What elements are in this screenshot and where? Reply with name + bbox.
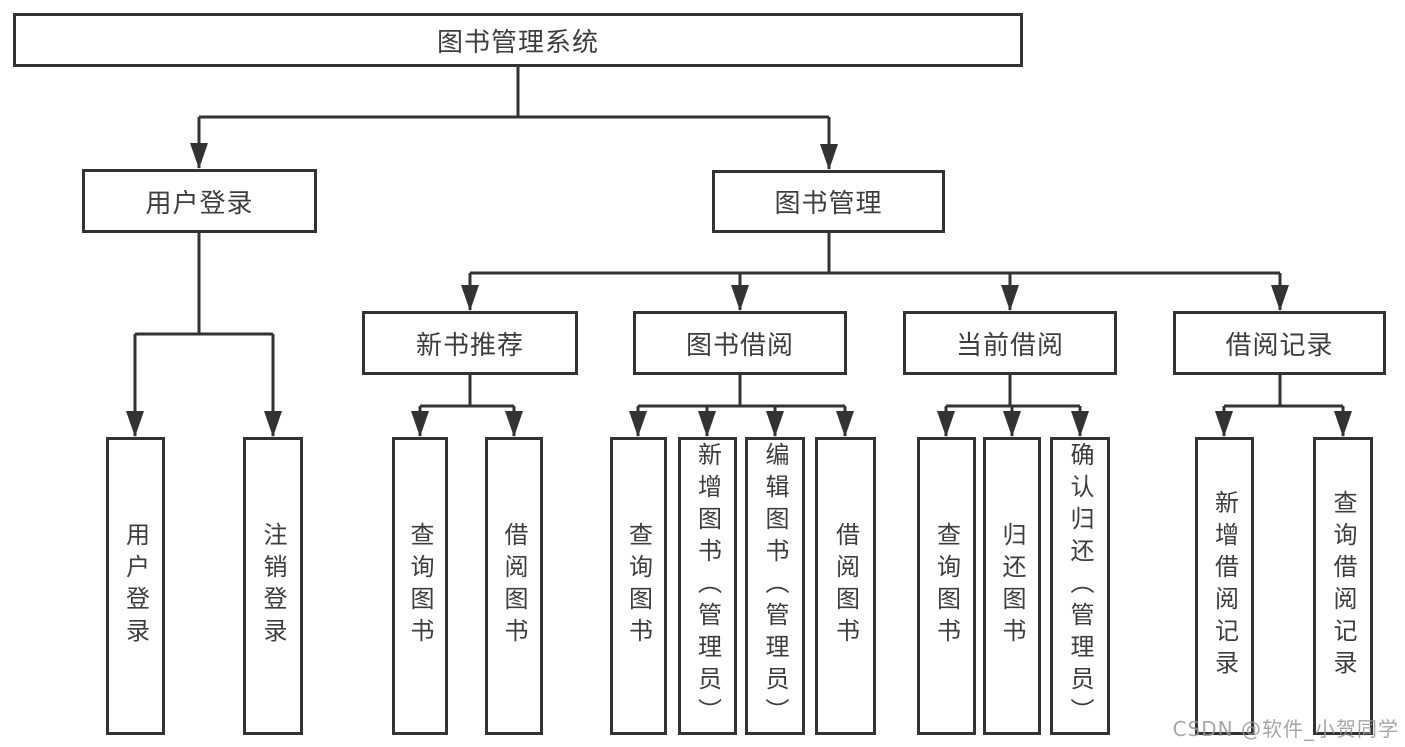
leaf-query-books-recommend-label: 查询图书 bbox=[406, 522, 434, 650]
leaf-return-books: 归还图书 bbox=[983, 437, 1041, 735]
leaf-confirm-return-admin-label: 确认归还（管理员） bbox=[1066, 442, 1094, 730]
leaf-add-book-admin: 新增图书（管理员） bbox=[678, 437, 737, 735]
leaf-user-login: 用户登录 bbox=[106, 437, 165, 735]
leaf-return-books-label: 归还图书 bbox=[998, 522, 1026, 650]
node-new-book-recommendation-label: 新书推荐 bbox=[415, 330, 524, 361]
leaf-query-borrow-record-label: 查询借阅记录 bbox=[1329, 490, 1357, 682]
node-current-borrowing-label: 当前借阅 bbox=[955, 330, 1064, 361]
node-library-system-label: 图书管理系统 bbox=[436, 27, 599, 58]
node-book-management: 图书管理 bbox=[712, 170, 945, 233]
node-user-login-label: 用户登录 bbox=[145, 188, 254, 219]
leaf-borrow-books-borrowing: 借阅图书 bbox=[815, 437, 876, 735]
leaf-add-book-admin-label: 新增图书（管理员） bbox=[693, 442, 722, 730]
leaf-add-borrow-record-label: 新增借阅记录 bbox=[1210, 490, 1239, 682]
connector-path bbox=[135, 67, 1343, 408]
leaf-user-login-label: 用户登录 bbox=[121, 522, 150, 650]
node-borrowing-records: 借阅记录 bbox=[1173, 311, 1386, 375]
node-borrowing-records-label: 借阅记录 bbox=[1225, 330, 1334, 361]
node-book-borrowing-label: 图书借阅 bbox=[685, 330, 794, 361]
leaf-borrow-books-recommend: 借阅图书 bbox=[485, 437, 543, 735]
leaf-query-books-recommend: 查询图书 bbox=[392, 437, 448, 735]
leaf-query-books-borrowing: 查询图书 bbox=[610, 437, 667, 735]
leaf-query-borrow-record: 查询借阅记录 bbox=[1313, 437, 1373, 735]
leaf-logout-label: 注销登录 bbox=[259, 522, 287, 650]
node-library-system: 图书管理系统 bbox=[13, 13, 1023, 67]
node-user-login: 用户登录 bbox=[82, 169, 317, 233]
leaf-edit-book-admin-label: 编辑图书（管理员） bbox=[761, 442, 789, 730]
leaf-query-books-borrowing-label: 查询图书 bbox=[624, 522, 653, 650]
leaf-logout: 注销登录 bbox=[243, 437, 303, 735]
leaf-confirm-return-admin: 确认归还（管理员） bbox=[1050, 437, 1110, 735]
csdn-watermark: CSDN @软件_小贺同学 bbox=[1172, 717, 1399, 741]
node-book-borrowing: 图书借阅 bbox=[633, 311, 847, 375]
leaf-add-borrow-record: 新增借阅记录 bbox=[1195, 437, 1254, 735]
leaf-borrow-books-borrowing-label: 借阅图书 bbox=[831, 522, 860, 650]
node-current-borrowing: 当前借阅 bbox=[903, 311, 1117, 375]
leaf-query-books-current-label: 查询图书 bbox=[932, 522, 961, 650]
leaf-borrow-books-recommend-label: 借阅图书 bbox=[500, 522, 528, 650]
leaf-edit-book-admin: 编辑图书（管理员） bbox=[745, 437, 805, 735]
node-book-management-label: 图书管理 bbox=[774, 189, 883, 219]
node-new-book-recommendation: 新书推荐 bbox=[362, 311, 578, 375]
leaf-query-books-current: 查询图书 bbox=[917, 437, 976, 735]
